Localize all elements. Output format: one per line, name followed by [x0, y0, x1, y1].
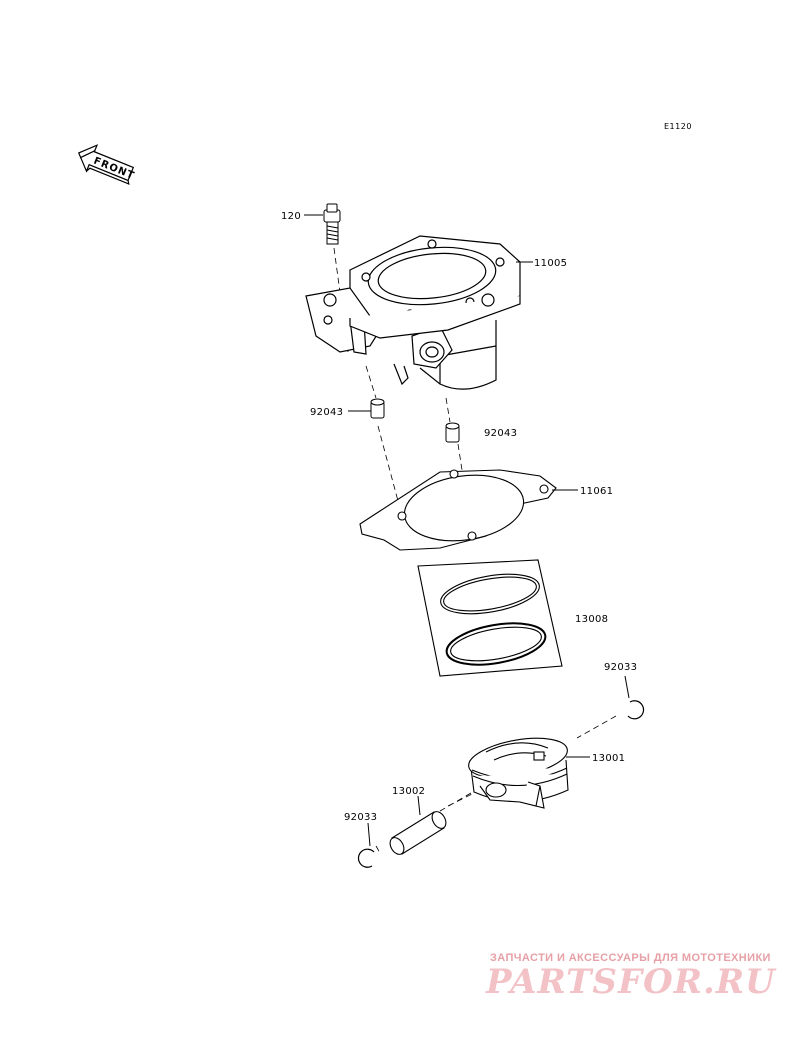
front-arrow-icon: FRONT [77, 144, 136, 185]
cylinder-base-gasket [359, 469, 557, 551]
label-piston-pin: 13002 [392, 786, 425, 797]
diagram-code: E1120 [664, 122, 692, 131]
label-ring-set: 13008 [575, 614, 608, 625]
piston-pin [389, 811, 447, 855]
label-dowel-right: 92043 [484, 428, 517, 439]
label-circlip-right: 92033 [604, 662, 637, 673]
label-circlip-left: 92033 [344, 812, 377, 823]
dowel-pin-left [370, 398, 385, 419]
piston [468, 737, 569, 809]
watermark-tagline: ЗАПЧАСТИ И АКСЕССУАРЫ ДЛЯ МОТОТЕХНИКИ [490, 952, 771, 964]
label-piston: 13001 [592, 753, 625, 764]
cylinder-bolt [323, 203, 341, 245]
circlip-left [357, 848, 375, 868]
piston-ring-set [417, 559, 563, 677]
label-bolt: 120 [281, 211, 301, 222]
watermark-logo: PARTSFOR.RU [486, 962, 776, 1002]
cylinder-block [305, 235, 521, 390]
label-dowel-left: 92043 [310, 407, 343, 418]
dowel-pin-right [445, 422, 460, 443]
label-cylinder: 11005 [534, 258, 567, 269]
circlip-right [627, 700, 645, 720]
label-gasket: 11061 [580, 486, 613, 497]
